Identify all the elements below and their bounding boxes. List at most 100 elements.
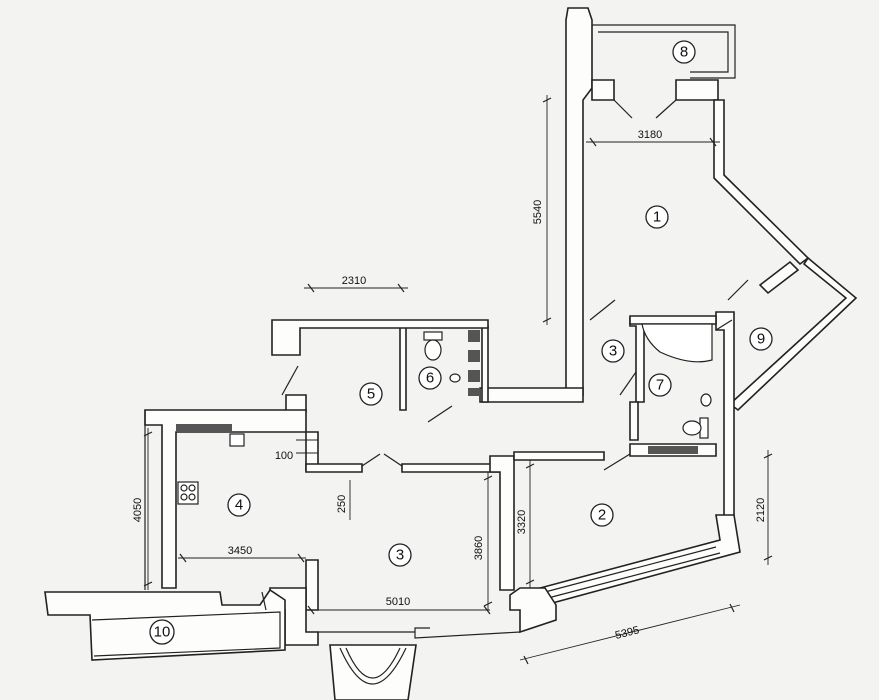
dim-label-2310: 2310 — [342, 275, 366, 287]
dim-label-2120: 2120 — [755, 498, 767, 522]
door-room5-left — [281, 365, 299, 396]
dim-line-5395 — [519, 604, 741, 661]
bottom-bay-arc — [339, 647, 407, 685]
wall-right-vertical — [715, 311, 735, 546]
room-1: 1 — [645, 205, 669, 229]
shaft-4 — [468, 388, 480, 396]
burner-4 — [188, 493, 196, 501]
room-labels: 1 8 9 3 7 5 6 4 — [149, 40, 773, 645]
door-room1-bottom — [589, 299, 616, 321]
room-3-corridor-number: 3 — [609, 343, 617, 360]
dim-label-4050: 4050 — [132, 498, 144, 522]
room-1-number: 1 — [653, 209, 661, 226]
wall-room6-left — [399, 325, 407, 411]
bathtub-icon — [641, 323, 713, 363]
room-7: 7 — [648, 373, 672, 397]
room-5: 5 — [359, 382, 383, 406]
burner-1 — [180, 484, 188, 492]
stove-icon — [177, 481, 199, 505]
wall-room5-top — [271, 319, 489, 356]
wall-tower-left — [565, 7, 593, 396]
wall-lower-right — [539, 514, 741, 606]
room-1-circle — [645, 205, 669, 229]
fixtures — [176, 323, 713, 505]
wall-room7-leftlow — [629, 401, 639, 441]
door-room3-left — [361, 453, 381, 467]
room-3-corridor: 3 — [601, 339, 625, 363]
toilet-icon-room7 — [682, 420, 702, 436]
dim-label-5010: 5010 — [386, 596, 410, 608]
door-room6 — [427, 405, 453, 423]
shaft-1 — [468, 330, 480, 342]
dim-label-100: 100 — [275, 450, 293, 462]
dim-label-3320: 3320 — [516, 510, 528, 534]
radiator-room7 — [648, 446, 698, 454]
wall-bottom-line — [414, 627, 521, 639]
room-2-number: 2 — [598, 507, 606, 524]
dimension-lines — [143, 95, 773, 665]
room-4-circle — [227, 493, 251, 517]
door-room7-right — [715, 319, 733, 331]
wall-bay-outer — [728, 256, 858, 412]
room-3-number: 3 — [396, 547, 404, 564]
room-5-circle — [359, 382, 383, 406]
window-lower-right — [544, 546, 717, 593]
toilet-icon-room6 — [424, 339, 442, 361]
dim-label-3450: 3450 — [228, 545, 252, 557]
room-10-number: 10 — [154, 624, 171, 641]
room-3: 3 — [388, 543, 412, 567]
door-room2 — [603, 453, 631, 471]
room-2: 2 — [590, 503, 614, 527]
room-7-number: 7 — [656, 377, 664, 394]
room-5-number: 5 — [367, 386, 375, 403]
room-6-number: 6 — [426, 370, 434, 387]
room-3-circle — [388, 543, 412, 567]
wall-room2-top — [513, 451, 605, 461]
room-10: 10 — [149, 619, 175, 645]
room-9-number: 9 — [757, 331, 765, 348]
wall-room3-left — [305, 559, 319, 611]
room-3-corridor-circle — [601, 339, 625, 363]
dim-label-3180: 3180 — [638, 129, 662, 141]
room-2-circle — [590, 503, 614, 527]
room-9-circle — [749, 327, 773, 351]
wall-corridor-bottom — [479, 387, 584, 403]
shaft-3 — [468, 370, 480, 382]
sink-icon-room6 — [449, 373, 461, 383]
room-9: 9 — [749, 327, 773, 351]
door-room3-right — [383, 453, 403, 467]
room-8-number: 8 — [680, 44, 688, 61]
wall-room1-top-left — [591, 79, 615, 101]
room-10-circle — [149, 619, 175, 645]
door-room1-left — [613, 99, 633, 119]
window-lower-right-2 — [547, 552, 721, 599]
wall-room1-right — [713, 99, 810, 266]
wall-room7-top — [629, 315, 717, 325]
radiator-room4 — [176, 424, 232, 432]
toilet-tank-room6 — [423, 331, 443, 341]
room-4: 4 — [227, 493, 251, 517]
door-room7 — [619, 371, 637, 396]
door-room1-right — [655, 99, 677, 119]
room-8: 8 — [672, 40, 696, 64]
wall-room5-bottom — [305, 463, 363, 473]
doors — [261, 99, 749, 611]
room-8-circle — [672, 40, 696, 64]
sink-icon-room7 — [700, 393, 712, 407]
wall-room1-top-right — [675, 79, 719, 101]
door-room9 — [727, 279, 749, 301]
bottom-bay-arc-inner — [345, 647, 401, 679]
balcony-8-inner — [598, 31, 729, 73]
dimension-labels: 3180 5540 2310 100 250 4050 3450 3860 33… — [132, 129, 767, 642]
kitchen-sink-icon — [229, 433, 245, 447]
wall-bottom-right — [509, 587, 557, 634]
walls — [44, 7, 858, 700]
shaft-2 — [468, 350, 480, 362]
dim-label-250: 250 — [336, 495, 348, 513]
room-6-circle — [418, 366, 442, 390]
burner-3 — [180, 493, 188, 501]
room-6: 6 — [418, 366, 442, 390]
wall-room7-left — [629, 317, 645, 403]
